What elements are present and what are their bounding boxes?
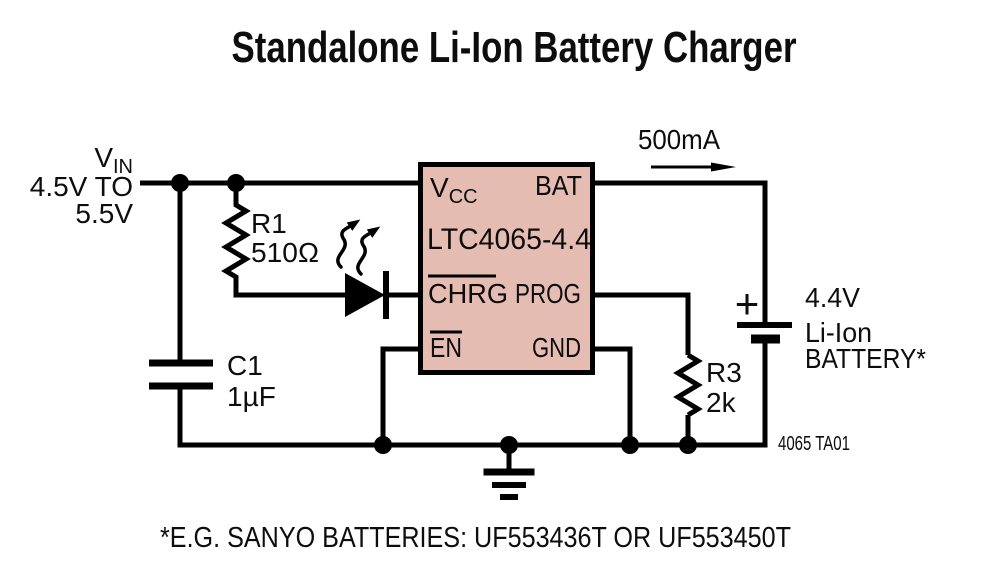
vin-range-line2: 5.5V (75, 198, 133, 229)
c1-name: C1 (227, 350, 263, 381)
junction-dot (171, 174, 189, 192)
capacitor-c1: C1 1µF (149, 350, 276, 412)
ic-ltc4065: VCC BAT LTC4065-4.4 CHRG PROG EN GND (418, 162, 595, 375)
junction-dot (621, 436, 639, 454)
wire-en-to-ground (380, 346, 420, 445)
ic-pin-bat: BAT (535, 170, 582, 201)
current-label: 500mA (638, 124, 720, 155)
wire-ground-rail (177, 341, 768, 448)
vin-range-line1: 4.5V TO (30, 171, 133, 202)
resistor-r3: R3 2k (673, 352, 742, 418)
battery-plus-sign: + (735, 280, 760, 327)
resistor-r3-symbol (673, 352, 703, 418)
r1-name: R1 (251, 208, 287, 239)
ic-pin-en: EN (430, 332, 462, 363)
junction-dot (679, 436, 697, 454)
ic-part-number: LTC4065-4.4 (427, 223, 591, 256)
led-diode-icon (345, 273, 385, 317)
ic-pin-chrg: CHRG (428, 278, 508, 309)
r3-name: R3 (706, 357, 742, 388)
resistor-r1: R1 510Ω (221, 183, 345, 298)
vin-label: VIN (94, 142, 133, 178)
wire-bat-to-battery (593, 180, 768, 325)
wire-gnd-to-ground (593, 346, 633, 445)
resistor-r1-symbol (221, 183, 345, 298)
c1-value: 1µF (227, 381, 276, 412)
battery-label: BATTERY* (805, 343, 926, 374)
r3-value: 2k (706, 387, 737, 418)
footnote: *E.G. SANYO BATTERIES: UF553436T OR UF55… (160, 522, 791, 554)
ic-body (418, 162, 595, 375)
led-light-arrow-icon (356, 226, 381, 276)
charge-current: 500mA (638, 124, 736, 172)
battery-symbol: + 4.4V Li-Ion BATTERY* (735, 280, 926, 374)
ic-pin-prog: PROG (515, 278, 581, 309)
wires (140, 180, 768, 448)
wire-prog-to-r3 (593, 292, 691, 355)
junction-dot (374, 436, 392, 454)
charge-led (336, 219, 389, 319)
ic-pin-vcc: VCC (430, 172, 478, 208)
r1-value: 510Ω (251, 237, 319, 268)
battery-chemistry: Li-Ion (805, 317, 872, 348)
junction-dots (171, 174, 697, 454)
ground-symbol-icon (483, 445, 535, 500)
ic-pin-gnd: GND (532, 332, 581, 363)
battery-voltage: 4.4V (805, 282, 860, 313)
led-light-arrow-icon (336, 219, 361, 269)
figure-reference: 4065 TA01 (778, 433, 850, 455)
figure-title: Standalone Li-Ion Battery Charger (232, 23, 797, 72)
